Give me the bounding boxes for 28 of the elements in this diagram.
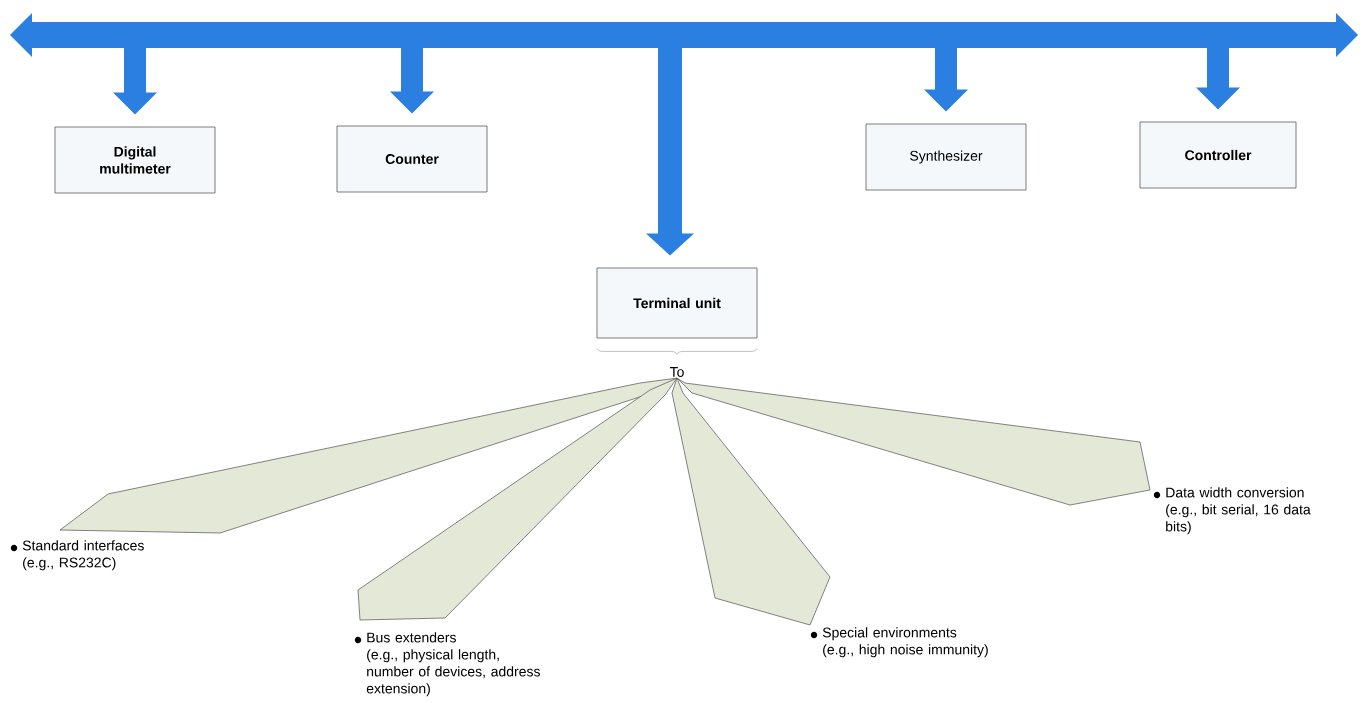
arrow (113, 48, 157, 115)
node-label: Special environments (822, 627, 957, 641)
bus-arrow (10, 13, 1358, 57)
fan-wedge (59, 377, 678, 534)
node-label: Data width conversion (1166, 487, 1304, 498)
node-label: (e.g., RS232C) (23, 557, 116, 571)
device-box: Terminal unit (596, 267, 758, 339)
arrow (924, 48, 968, 112)
bullet-item: Standard interfaces (e.g., RS232C) (10, 540, 144, 571)
node-label: Standard interfaces (22, 540, 144, 551)
bullet-item: Special environments (e.g., high noise immunity) (810, 627, 988, 658)
fan-wedge (357, 377, 678, 621)
node-label: Bus extenders (367, 632, 456, 643)
node-label: (e.g., physical length, number of devices, address extension) (366, 649, 540, 697)
device-box: Synthesizer (865, 123, 1027, 191)
arrow (1196, 48, 1240, 110)
arrow (646, 48, 694, 256)
device-box: Counter (336, 125, 488, 193)
bullet-item: Bus extenders (e.g., physical length, number of devices, address extension) (354, 632, 540, 697)
node-label: (e.g., bit serial, 16 data bits) (1166, 504, 1311, 535)
fan-origin-label: To (669, 367, 684, 377)
node-label: (e.g., high noise immunity) (823, 644, 988, 658)
bullet-item: Data width conversion (e.g., bit serial, 16 data bits) (1153, 487, 1311, 535)
fan-wedge (671, 377, 831, 626)
device-box: Controller (1139, 121, 1297, 189)
fan-wedge (676, 377, 1151, 506)
arrow (390, 48, 434, 114)
device-box: Digital multimeter (54, 126, 216, 194)
